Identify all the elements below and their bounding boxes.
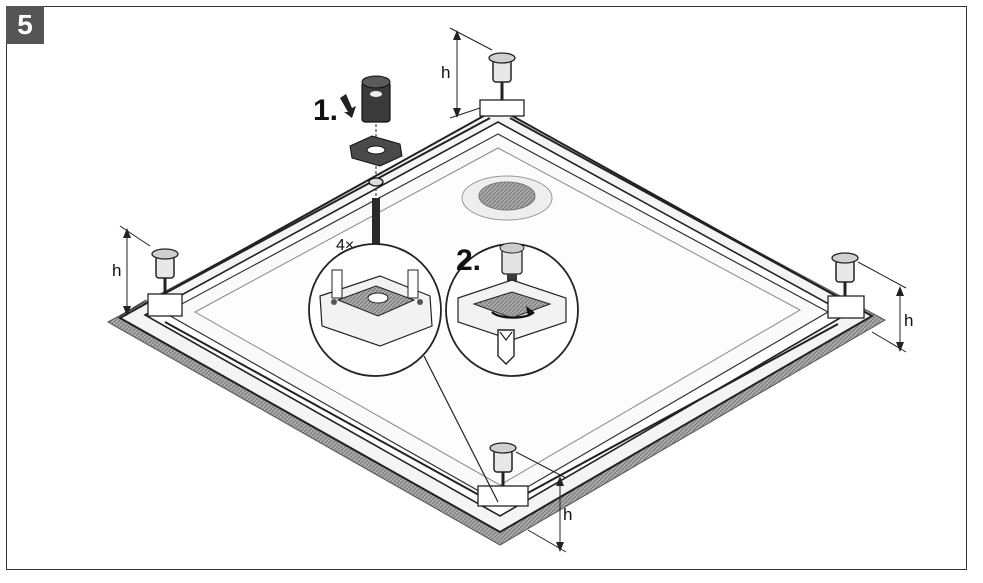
drain-grate [478,181,536,211]
svg-text:h: h [441,63,450,82]
foot-left [147,248,183,317]
step-two-label: 2. [456,244,481,277]
detail-circle-insert [308,243,442,377]
dimension-h-top: h [441,27,493,119]
svg-text:h: h [112,261,121,280]
foot-bottom [477,442,529,507]
step-one-label: 1. [313,94,338,127]
dimension-h-bottom: h [515,451,572,553]
step-number-badge: 5 [6,6,44,44]
rail-left-back [159,117,491,297]
dimension-h-left: h [112,225,151,317]
svg-text:h: h [563,505,572,524]
rail-left-front [164,321,489,501]
foot-right [827,252,865,319]
dimension-h-right: h [857,261,913,353]
instruction-frame [6,6,967,570]
detail-leader-line [423,355,499,503]
rail-right-back [509,117,841,299]
rail-right-front [514,323,839,501]
foot-top [479,52,525,117]
svg-text:h: h [904,311,913,330]
detail-circle-adjust: 2. [445,242,579,377]
